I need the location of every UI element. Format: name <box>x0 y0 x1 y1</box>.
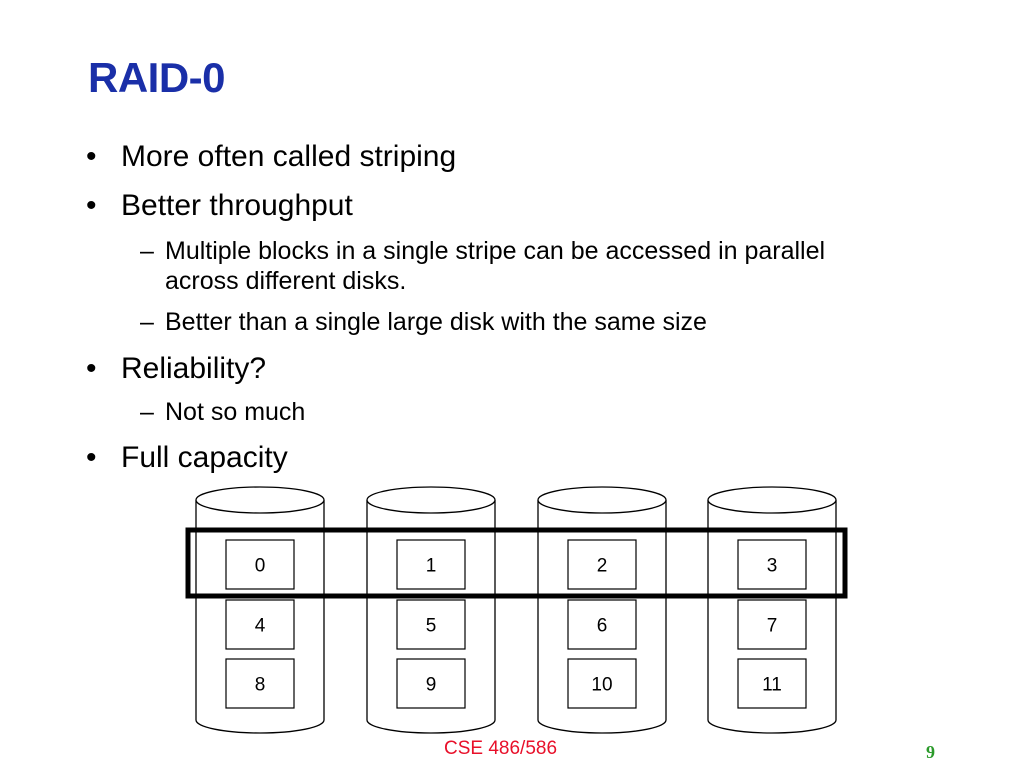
block-label: 3 <box>767 556 778 577</box>
sub-bullet-text: Better than a single large disk with the… <box>165 308 707 336</box>
bullet-marker: • <box>86 441 97 474</box>
sub-bullet-text: Not so much <box>165 398 306 426</box>
bullet-marker: • <box>86 189 97 222</box>
block-label: 5 <box>426 616 437 637</box>
block <box>737 658 807 709</box>
block-label: 10 <box>591 675 612 696</box>
block-label: 7 <box>767 616 778 637</box>
disk-top <box>195 486 325 514</box>
bullet-marker: • <box>86 140 97 173</box>
slide-title: RAID-0 <box>88 54 226 101</box>
block-label: 8 <box>255 675 266 696</box>
bullet-text: Reliability? <box>121 352 267 385</box>
stripe-highlight <box>185 527 848 599</box>
block-label: 0 <box>255 556 266 577</box>
disk-top <box>366 486 496 514</box>
block <box>737 599 807 650</box>
block <box>567 658 637 709</box>
block <box>567 599 637 650</box>
block <box>567 539 637 590</box>
block-label: 11 <box>762 675 782 696</box>
page-number: 9 <box>926 742 935 762</box>
disk: 2 6 10 <box>537 486 667 734</box>
bullet-text: More often called striping <box>121 140 457 173</box>
disk-top <box>537 486 667 514</box>
block <box>225 658 295 709</box>
dash-marker: – <box>140 237 154 265</box>
bullet-marker: • <box>86 352 97 385</box>
sub-bullet-text: across different disks. <box>165 267 407 295</box>
sub-bullet-text: Multiple blocks in a single stripe can b… <box>165 237 826 265</box>
block <box>396 539 466 590</box>
block <box>396 599 466 650</box>
bullet-text: Full capacity <box>121 441 288 474</box>
block <box>225 599 295 650</box>
block-label: 4 <box>255 616 266 637</box>
block <box>737 539 807 590</box>
footer-course: CSE 486/586 <box>444 738 558 759</box>
block <box>225 539 295 590</box>
dash-marker: – <box>140 308 154 336</box>
disk: 0 4 8 <box>195 486 325 734</box>
block-label: 6 <box>597 616 608 637</box>
disk: 3 7 11 <box>707 486 837 734</box>
disk: 1 5 9 <box>366 486 496 734</box>
disk-top <box>707 486 837 514</box>
block-label: 2 <box>597 556 608 577</box>
block <box>396 658 466 709</box>
dash-marker: – <box>140 398 154 426</box>
block-label: 1 <box>426 556 437 577</box>
bullet-text: Better throughput <box>121 189 353 222</box>
block-label: 9 <box>426 675 437 696</box>
